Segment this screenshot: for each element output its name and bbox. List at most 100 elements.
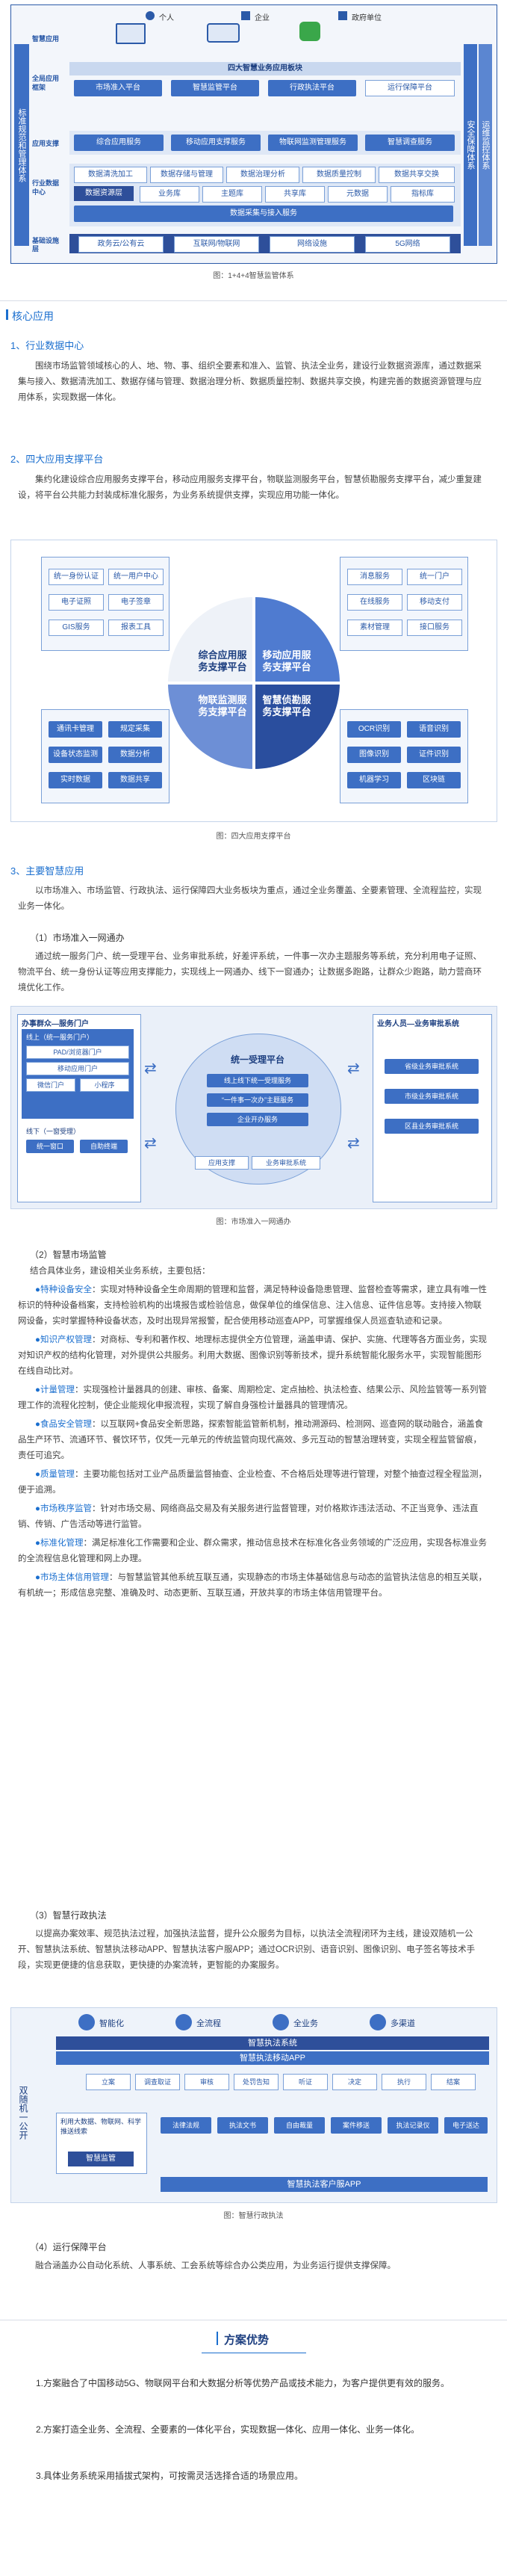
s3-title: 3、主要智慧应用	[10, 865, 84, 877]
offline-item: 统一窗口	[26, 1140, 74, 1153]
s2-title: 2、四大应用支撑平台	[10, 454, 104, 465]
data-collection: 数据采集与接入服务	[74, 206, 453, 222]
center-title: 统一受理平台	[230, 1054, 284, 1065]
lower-item: 电子送达	[444, 2117, 488, 2134]
center-item: 企业开办服务	[207, 1113, 308, 1126]
infra-item: 互联网/物联网	[174, 236, 259, 253]
service-item: 统一用户中心	[108, 569, 164, 585]
data-store: 元数据	[328, 186, 388, 203]
sub3-body: 以提高办案效率、规范执法过程，加强执法监督，提升公众服务为目标，以执法全流程闭环…	[18, 1930, 476, 1970]
data-item: 数据共享交换	[379, 167, 455, 183]
list-item-key: ●食品安全管理	[35, 1420, 92, 1429]
right-title: 业务人员—业务审批系统	[377, 1020, 459, 1028]
sub1-body: 通过统一服务门户、统一受理平台、业务审批系统，好差评系统，一件事一次办主题服务等…	[18, 952, 482, 992]
standards-column: 标准规范和管理体系	[14, 44, 29, 246]
service-item: 实时数据	[49, 772, 102, 788]
supervision-list: ●特种设备安全：实现对特种设备全生命周期的管理和监督，满足特种设备隐患管理、监督…	[18, 1282, 490, 1604]
list-item: ●市场主体信用管理：与智慧监管其他系统互联互通，实现静态的市场主体基础信息与动态…	[18, 1570, 490, 1601]
quadrant-label: 综合应用服务支撑平台	[198, 649, 247, 673]
security-column: 安全保障体系	[464, 44, 477, 246]
list-item-text: ：主要功能包括对工业产品质量监督抽查、企业检查、不合格后处理等进行管理，对整个抽…	[18, 1470, 487, 1495]
quadrant-br	[255, 685, 340, 769]
offline-item: 自助终端	[80, 1140, 128, 1153]
service-item: 素材管理	[347, 620, 402, 636]
module-item: 调查取证	[135, 2074, 180, 2090]
module-item: 审核	[184, 2074, 229, 2090]
one-net-diagram: 办事群众—服务门户 线上（统一服务门户） PAD/浏览器门户 移动应用门户 微信…	[10, 1006, 497, 1209]
module-item: 执行	[382, 2074, 426, 2090]
list-item-key: ●标准化管理	[35, 1539, 84, 1548]
module-item: 结案	[431, 2074, 476, 2090]
service-item: 语音识别	[407, 721, 461, 738]
data-store: 主题库	[202, 186, 262, 203]
portal-item: 移动应用门户	[26, 1062, 129, 1075]
list-item: ●知识产权管理：对商标、专利和著作权、地理标志提供全方位管理，涵盖申请、保护、实…	[18, 1332, 490, 1380]
random-inspection-label: 双随机一公开	[18, 2086, 28, 2140]
advantage-item: 2.方案打造全业务、全流程、全要素的一体化平台，实现数据一体化、应用一体化、业务…	[36, 2424, 420, 2435]
figure-caption: 图：智慧行政执法	[223, 2212, 284, 2220]
lower-item: 自由裁量	[274, 2117, 325, 2134]
arrow-icon: ⇄	[347, 1060, 360, 1077]
quadrant-label: 物联监测服务支撑平台	[198, 694, 247, 717]
service-item: 证件识别	[407, 747, 461, 763]
feature-label: 全流程	[196, 2019, 221, 2028]
service-item: 电子证照	[49, 594, 104, 611]
enforcement-diagram: 智能化 全流程 全业务 多渠道 智慧执法系统 智慧执法移动APP 双随机一公开 …	[10, 2007, 497, 2203]
phone-icon	[207, 23, 240, 43]
infra-item: 5G网络	[365, 236, 450, 253]
divider	[0, 300, 507, 301]
module-item: 处罚告知	[234, 2074, 279, 2090]
quadrant-label: 移动应用服务支撑平台	[262, 649, 311, 673]
module-row: 立案 调查取证 审核 处罚告知 听证 决定 执行 结案	[56, 2069, 489, 2099]
right-approval	[373, 1014, 492, 1202]
service-item: 在线服务	[347, 594, 402, 611]
portal-item: PAD/浏览器门户	[26, 1045, 129, 1059]
list-item-text: ：与智慧监管其他系统互联互通，实现静态的市场主体基础信息与动态的监管执法信息的相…	[18, 1573, 487, 1598]
service-item: 数据分析	[108, 747, 162, 763]
data-item: 数据清洗加工	[74, 167, 147, 183]
arrow-icon: ⇄	[144, 1060, 157, 1077]
user-type-label: 企业	[255, 14, 270, 22]
infra-item: 网络设施	[270, 236, 355, 253]
data-store: 指标库	[391, 186, 455, 203]
architecture-diagram: 个人 企业 政府单位 标准规范和管理体系 安全保障体系 运维监控体系 智慧应用 …	[10, 4, 497, 264]
platforms-diagram: 统一身份认证 统一用户中心 电子证照 电子签章 GIS服务 报表工具 消息服务 …	[10, 540, 497, 822]
service-item: 报表工具	[108, 620, 164, 636]
module-item: 听证	[283, 2074, 328, 2090]
list-item-text: ：以互联网+食品安全新思路，探索智能监管新机制，推动溯源码、检测网、巡查网的联动…	[18, 1420, 484, 1460]
row-label: 基础设施层	[32, 237, 60, 253]
sub-heading: （1）市场准入一网通办	[30, 933, 125, 943]
arrow-icon: ⇄	[347, 1135, 360, 1152]
bottom-title: 智慧执法客户服APP	[161, 2177, 488, 2192]
sub-heading: （3）智慧行政执法	[30, 1910, 107, 1921]
row-label: 智慧应用	[32, 35, 60, 43]
support-item: 综合应用服务	[74, 135, 164, 151]
advantage-item: 3.具体业务系统采用插拔式架构，可按需灵活选择合适的场景应用。	[36, 2471, 304, 2481]
portal-item: 微信门户	[26, 1078, 75, 1092]
building-icon	[241, 11, 250, 20]
list-item-key: ●市场秩序监管	[35, 1504, 92, 1513]
quadrant-bl	[168, 685, 252, 769]
infra-item: 政务云/公有云	[78, 236, 164, 253]
sub-heading: （2）智慧市场监管	[30, 1250, 107, 1260]
ops-column: 运维监控体系	[479, 44, 492, 246]
list-item-text: ：实现强检计量器具的创建、审核、备案、周期检定、定点抽检、执法检查、结果公示、风…	[18, 1386, 487, 1410]
service-item: GIS服务	[49, 620, 104, 636]
center-bottom-item: 业务审批系统	[252, 1156, 320, 1170]
list-item-text: ：对商标、专利和著作权、地理标志提供全方位管理，涵盖申请、保护、实施、代理等各方…	[18, 1335, 487, 1376]
support-item: 物联网监测管理服务	[268, 135, 358, 151]
user-type-label: 个人	[159, 14, 174, 22]
lower-item: 法律法规	[161, 2117, 211, 2134]
list-item-key: ●市场主体信用管理	[35, 1573, 109, 1582]
adv-title: 方案优势	[224, 2334, 270, 2347]
list-item-key: ●特种设备安全	[35, 1285, 92, 1294]
list-item-text: ：满足标准化工作需要和企业、群众需求，推动信息技术在标准化各业务领域的广泛应用，…	[18, 1539, 487, 1563]
approval-item: 省级业务审批系统	[385, 1059, 479, 1074]
sub-left-label: 智慧监管	[68, 2152, 134, 2166]
sub4-body: 融合涵盖办公自动化系统、人事系统、工会系统等综合办公类应用，为业务运行提供支撑保…	[35, 2261, 396, 2270]
app-title: 智慧执法移动APP	[56, 2051, 489, 2065]
channel-icon	[370, 2014, 386, 2030]
data-item: 数据存储与管理	[150, 167, 223, 183]
advantage-item: 1.方案融合了中国移动5G、物联网平台和大数据分析等优势产品或技术能力，为客户提…	[36, 2378, 450, 2388]
service-item: 接口服务	[407, 620, 462, 636]
